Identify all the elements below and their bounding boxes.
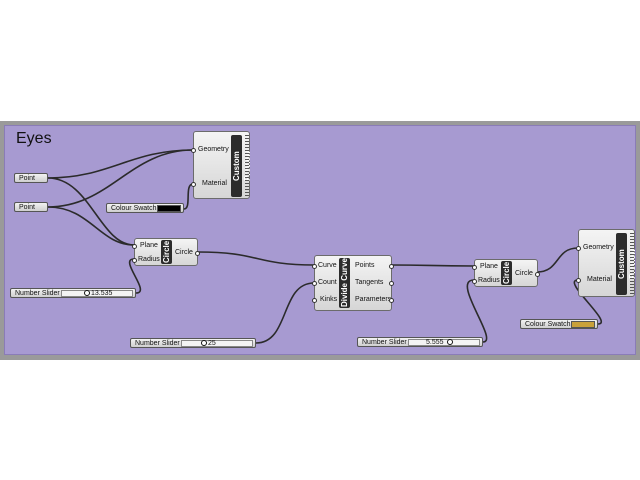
component-title: Circle [501, 261, 512, 285]
input-port[interactable] [191, 182, 196, 187]
input-label-material: Material [587, 276, 612, 283]
input-port[interactable] [191, 148, 196, 153]
input-label-plane: Plane [480, 263, 498, 270]
input-port[interactable] [312, 264, 317, 269]
output-port[interactable] [195, 251, 200, 256]
component-edge [630, 233, 634, 295]
component-title: Circle [161, 240, 172, 264]
slider-value: 13.535 [91, 290, 113, 297]
divide-curve-component[interactable]: Curve Count Kinks Divide Curve Points Ta… [312, 255, 394, 311]
output-port[interactable] [389, 298, 394, 303]
slider-value: 5.555 [426, 339, 444, 346]
circle-component-2[interactable]: Plane Radius Circle Circle [472, 259, 540, 287]
output-label-circle: Circle [515, 270, 533, 277]
slider-knob[interactable] [84, 290, 90, 296]
input-port[interactable] [132, 258, 137, 263]
input-port[interactable] [312, 281, 317, 286]
output-port[interactable] [389, 281, 394, 286]
point-param-2[interactable]: Point [14, 202, 48, 212]
input-label-material: Material [202, 180, 227, 187]
input-label-radius: Radius [138, 256, 160, 263]
slider-knob[interactable] [447, 339, 453, 345]
input-port[interactable] [132, 244, 137, 249]
swatch-color-black[interactable] [157, 205, 181, 212]
input-port[interactable] [312, 298, 317, 303]
input-port[interactable] [472, 265, 477, 270]
custom-preview-2[interactable]: Geometry Material Custom Preview [576, 229, 637, 297]
circle-component-1[interactable]: Plane Radius Circle Circle [132, 238, 200, 266]
point-param-1[interactable]: Point [14, 173, 48, 183]
group-title: Eyes [16, 130, 52, 147]
input-port[interactable] [576, 246, 581, 251]
output-label-points: Points [355, 262, 375, 269]
output-label-tangents: Tangents [355, 279, 384, 286]
input-label-geometry: Geometry [583, 244, 614, 251]
slider-track[interactable] [61, 290, 133, 297]
number-slider-1[interactable]: Number Slider 13.535 [10, 288, 136, 298]
slider-track[interactable] [408, 339, 480, 346]
output-port[interactable] [389, 264, 394, 269]
slider-track[interactable] [181, 340, 253, 347]
number-slider-2[interactable]: Number Slider 25 [130, 338, 256, 348]
input-label-radius: Radius [478, 277, 500, 284]
input-label-curve: Curve [318, 262, 337, 269]
component-edge [245, 135, 249, 197]
component-title: Divide Curve [339, 258, 350, 308]
colour-swatch-gold[interactable]: Colour Swatch [520, 319, 598, 329]
input-port[interactable] [472, 279, 477, 284]
slider-value: 25 [208, 340, 216, 347]
input-label-kinks: Kinks [320, 296, 338, 303]
input-label-count: Count [318, 279, 337, 286]
output-port[interactable] [535, 272, 540, 277]
output-label-circle: Circle [175, 249, 193, 256]
input-label-geometry: Geometry [198, 146, 229, 153]
swatch-color-gold[interactable] [571, 321, 595, 328]
component-title: Custom Preview [616, 233, 637, 295]
output-label-parameters: Parameters [355, 296, 392, 303]
input-label-plane: Plane [140, 242, 158, 249]
colour-swatch-black[interactable]: Colour Swatch [106, 203, 184, 213]
component-title: Custom Preview [231, 135, 252, 197]
input-port[interactable] [576, 278, 581, 283]
custom-preview-1[interactable]: Geometry Material Custom Preview [191, 131, 252, 199]
slider-knob[interactable] [201, 340, 207, 346]
number-slider-3[interactable]: Number Slider 5.555 [357, 337, 483, 347]
